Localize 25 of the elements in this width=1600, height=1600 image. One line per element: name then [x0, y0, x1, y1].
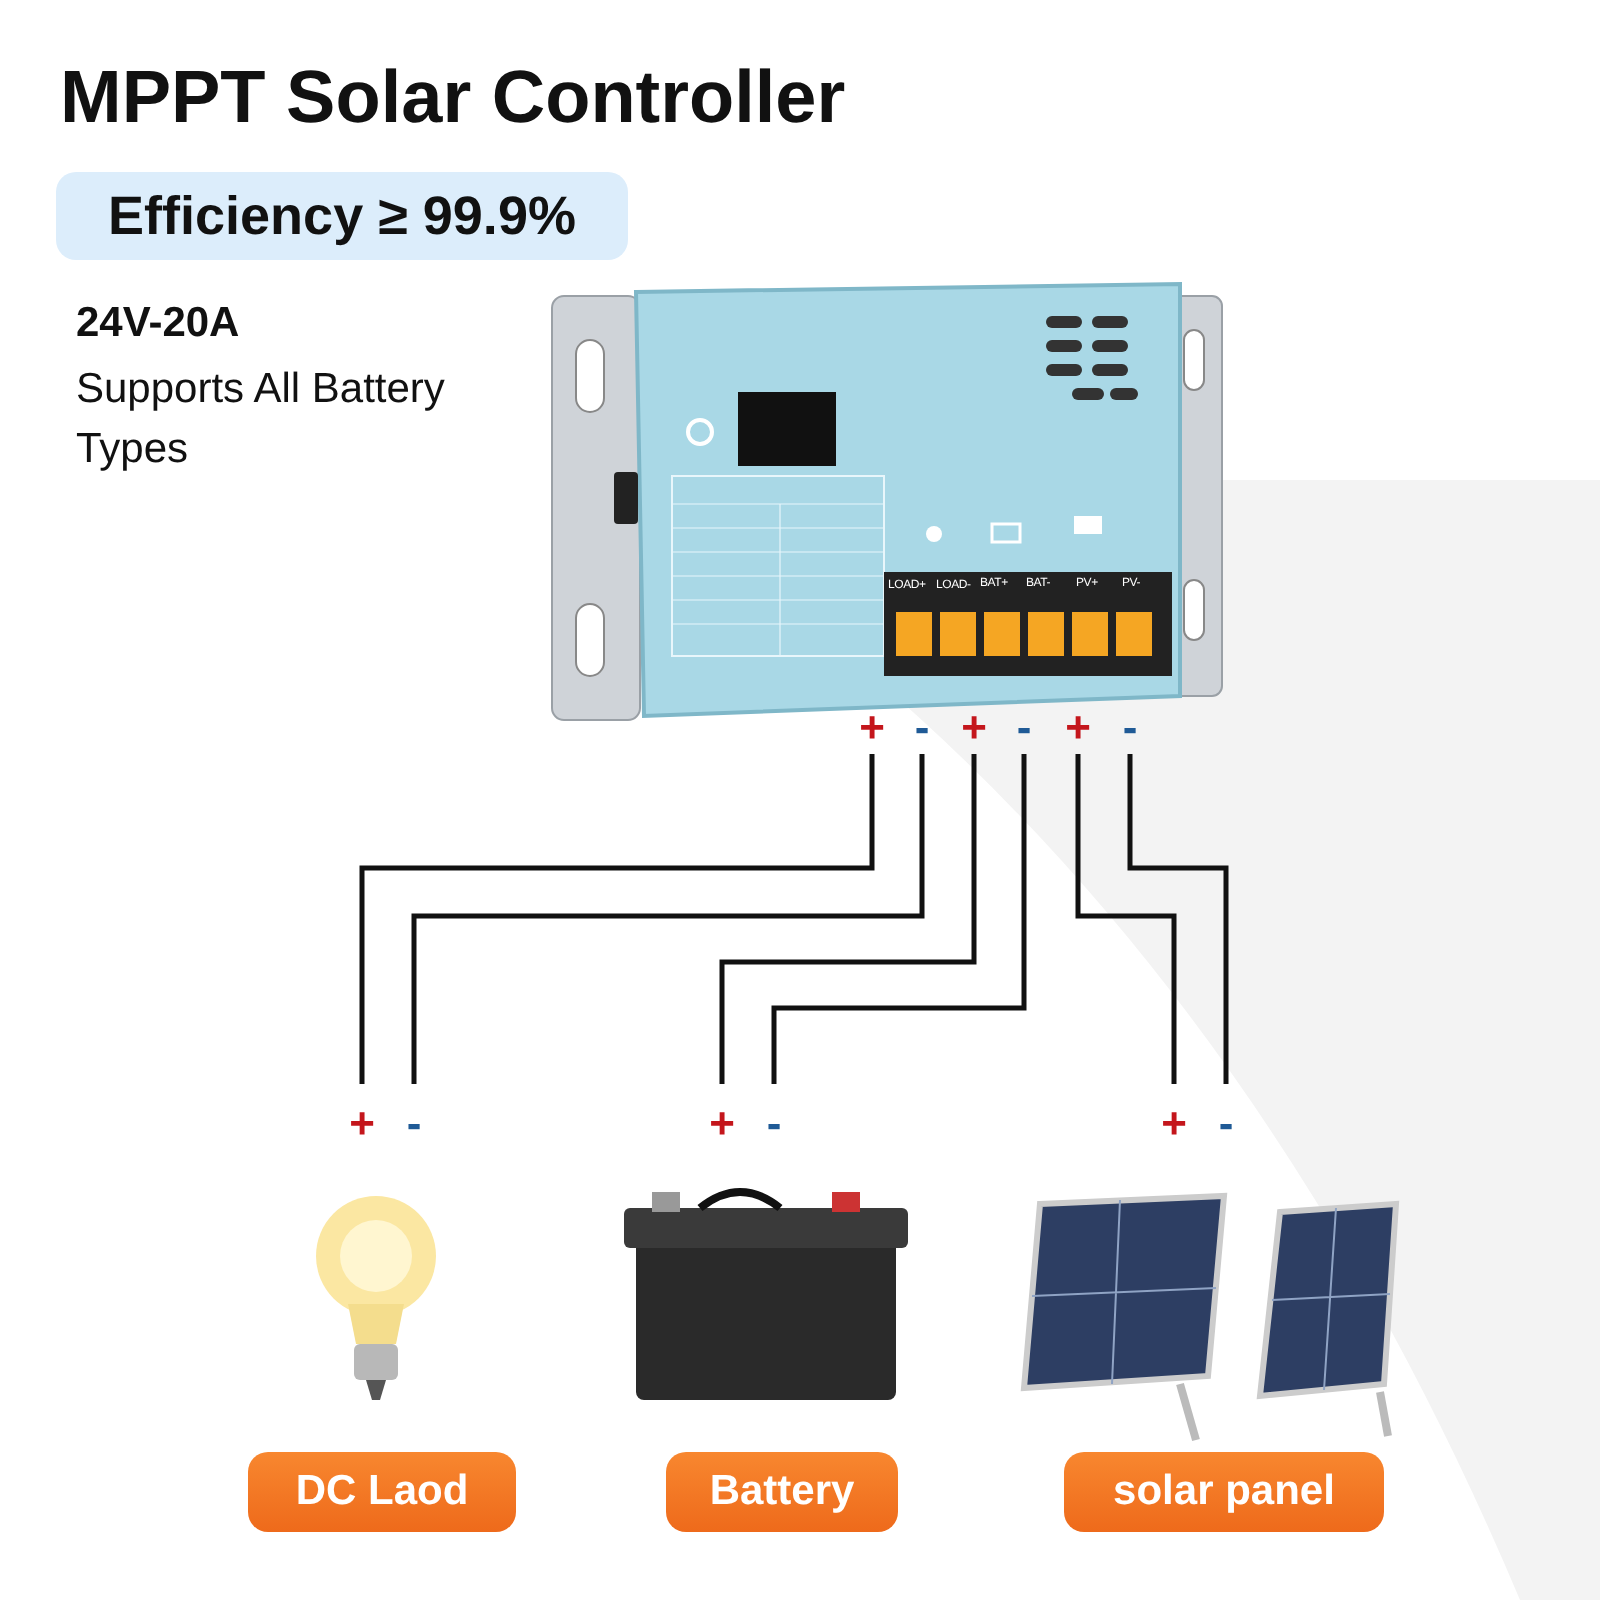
plus-sign: +	[1158, 1104, 1190, 1144]
minus-sign: -	[906, 708, 938, 748]
plus-sign: +	[856, 708, 888, 748]
wire	[719, 754, 977, 1084]
category-label: DC Laod	[248, 1452, 516, 1532]
plus-sign: +	[706, 1104, 738, 1144]
category-label: Battery	[666, 1452, 898, 1532]
minus-sign: -	[1210, 1104, 1242, 1144]
spec-text: 24V-20A	[76, 300, 240, 348]
wire	[1127, 754, 1229, 1084]
wire	[359, 754, 875, 1084]
plus-sign: +	[958, 708, 990, 748]
spec-text: Supports All Battery Types	[76, 364, 447, 476]
minus-sign: -	[1008, 708, 1040, 748]
wire	[771, 754, 1027, 1084]
minus-sign: -	[758, 1104, 790, 1144]
wire	[411, 754, 925, 1084]
highlight-badge: Efficiency ≥ 99.9%	[56, 172, 628, 260]
minus-sign: -	[1114, 708, 1146, 748]
plus-sign: +	[346, 1104, 378, 1144]
minus-sign: -	[398, 1104, 430, 1144]
category-label: solar panel	[1064, 1452, 1384, 1532]
plus-sign: +	[1062, 708, 1094, 748]
wire	[1075, 754, 1177, 1084]
title: MPPT Solar Controller	[60, 56, 846, 140]
